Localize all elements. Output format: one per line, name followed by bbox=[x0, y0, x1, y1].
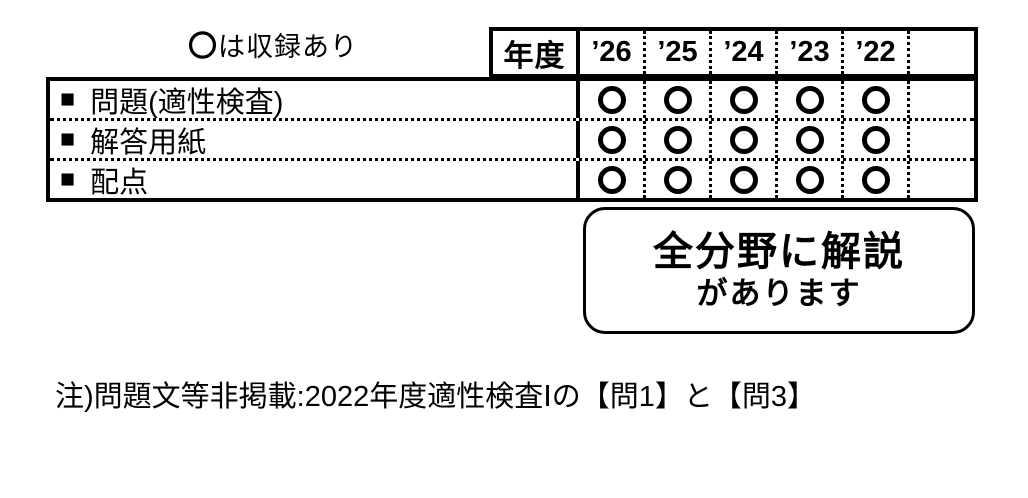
year-column-header-empty bbox=[910, 31, 974, 74]
callout-line1: 全分野に解説 bbox=[653, 229, 905, 274]
year-label-cell: 年度 bbox=[493, 31, 580, 74]
included-circle-icon bbox=[663, 165, 692, 194]
table-row: ■ 配点 bbox=[50, 161, 974, 198]
footnote: 注)問題文等非掲載:2022年度適性検査Ⅰの【問1】と【問3】 bbox=[55, 381, 817, 413]
row-cells bbox=[576, 121, 974, 158]
empty-cell bbox=[910, 161, 974, 198]
availability-cell bbox=[646, 81, 712, 118]
availability-cell bbox=[580, 121, 646, 158]
included-circle-icon bbox=[795, 125, 824, 154]
row-label-text: 配点 bbox=[90, 166, 149, 199]
row-label-text: 解答用紙 bbox=[90, 126, 207, 159]
table-row: ■ 解答用紙 bbox=[50, 121, 974, 161]
row-cells bbox=[576, 81, 974, 118]
circle-icon: 〇 bbox=[188, 31, 219, 63]
year-column-header: ’26 bbox=[580, 31, 646, 74]
availability-cell bbox=[844, 81, 910, 118]
included-circle-icon bbox=[597, 125, 626, 154]
availability-cell bbox=[844, 121, 910, 158]
availability-cell bbox=[778, 161, 844, 198]
row-cells bbox=[576, 161, 974, 198]
included-circle-icon bbox=[861, 85, 890, 114]
availability-cell bbox=[712, 121, 778, 158]
availability-cell bbox=[844, 161, 910, 198]
table-row: ■ 問題(適性検査) bbox=[50, 81, 974, 121]
included-circle-icon bbox=[795, 165, 824, 194]
legend-text: は収録あり bbox=[218, 32, 359, 62]
availability-cell bbox=[778, 81, 844, 118]
empty-cell bbox=[910, 81, 974, 118]
availability-cell bbox=[712, 161, 778, 198]
row-label: ■ 配点 bbox=[50, 161, 576, 199]
availability-table: ■ 問題(適性検査) ■ 解答用紙 ■ 配点 bbox=[46, 77, 978, 202]
year-header-row: 年度 ’26 ’25 ’24 ’23 ’22 bbox=[489, 27, 978, 78]
square-bullet-icon: ■ bbox=[60, 165, 76, 193]
year-column-header: ’22 bbox=[844, 31, 910, 74]
included-circle-icon bbox=[597, 85, 626, 114]
legend-note: 〇は収録あり bbox=[188, 31, 358, 63]
included-circle-icon bbox=[795, 85, 824, 114]
availability-cell bbox=[646, 121, 712, 158]
availability-cell bbox=[580, 161, 646, 198]
included-circle-icon bbox=[729, 165, 758, 194]
included-circle-icon bbox=[663, 85, 692, 114]
included-circle-icon bbox=[663, 125, 692, 154]
availability-cell bbox=[712, 81, 778, 118]
row-label: ■ 解答用紙 bbox=[50, 121, 576, 159]
square-bullet-icon: ■ bbox=[60, 125, 76, 153]
callout-line2: があります bbox=[696, 275, 862, 311]
square-bullet-icon: ■ bbox=[60, 85, 76, 113]
row-label-text: 問題(適性検査) bbox=[90, 86, 284, 119]
included-circle-icon bbox=[729, 85, 758, 114]
included-circle-icon bbox=[729, 125, 758, 154]
included-circle-icon bbox=[861, 125, 890, 154]
year-column-header: ’24 bbox=[712, 31, 778, 74]
year-column-header: ’25 bbox=[646, 31, 712, 74]
year-column-header: ’23 bbox=[778, 31, 844, 74]
included-circle-icon bbox=[861, 165, 890, 194]
callout-box: 全分野に解説 があります bbox=[583, 207, 975, 334]
row-label: ■ 問題(適性検査) bbox=[50, 81, 576, 119]
included-circle-icon bbox=[597, 165, 626, 194]
availability-cell bbox=[646, 161, 712, 198]
availability-cell bbox=[580, 81, 646, 118]
empty-cell bbox=[910, 121, 974, 158]
availability-cell bbox=[778, 121, 844, 158]
